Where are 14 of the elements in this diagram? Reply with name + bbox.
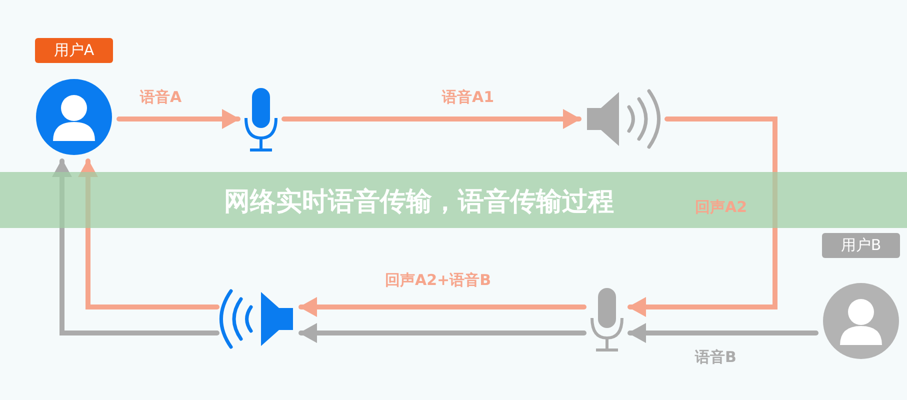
arrow	[628, 323, 818, 343]
arrow	[628, 116, 778, 317]
arrow	[298, 297, 586, 317]
user-badge: 用户A	[35, 38, 113, 63]
edge-label: 回声A2+语音B	[385, 271, 492, 290]
edge-label: 语音A	[140, 88, 182, 107]
edge-label: 回声A2	[695, 198, 748, 217]
arrow	[116, 109, 240, 129]
arrow	[298, 323, 586, 343]
user-badge: 用户B	[822, 233, 900, 258]
title: 网络实时语音传输，语音传输过程	[224, 186, 614, 219]
edge-label: 语音B	[695, 348, 736, 367]
arrow	[282, 109, 582, 129]
edge-label: 语音A1	[442, 88, 494, 107]
